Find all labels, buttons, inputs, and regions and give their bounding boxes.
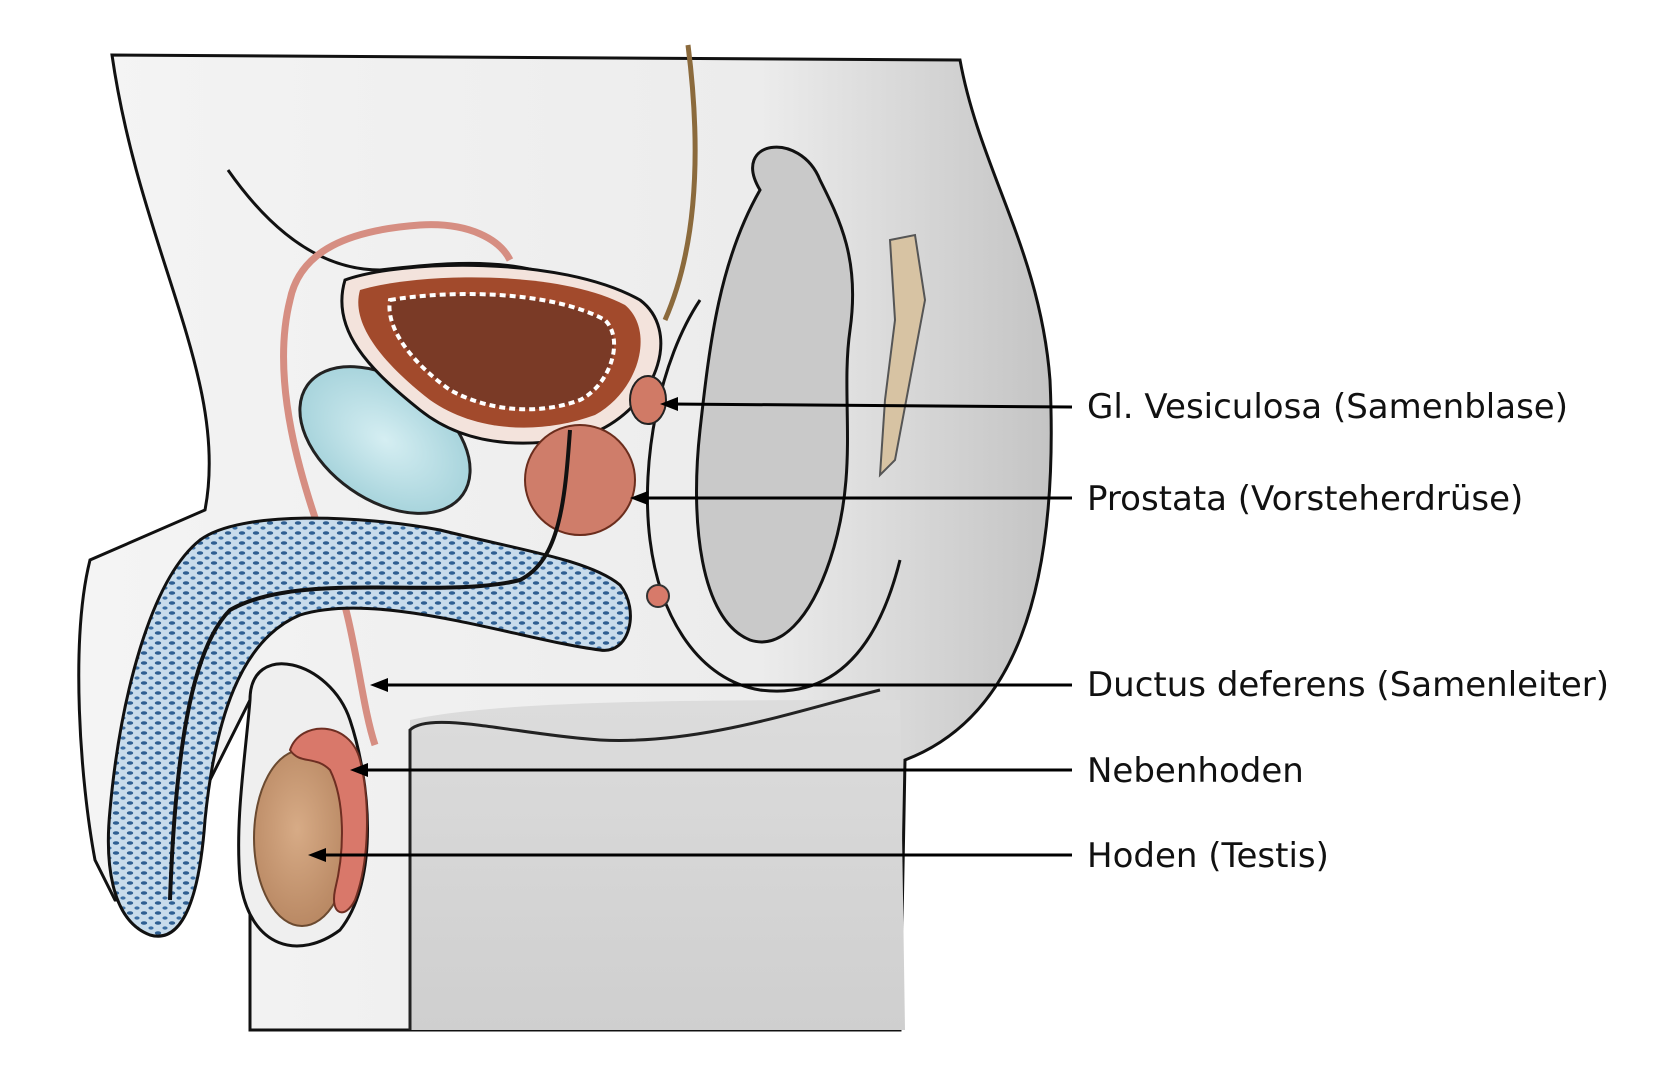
ureter <box>662 44 698 322</box>
arrow-prostata <box>630 491 648 505</box>
thigh-shape <box>410 700 905 1030</box>
thigh-outline <box>408 688 881 1030</box>
coccyx <box>878 233 927 478</box>
label-hoden: Hoden (Testis) <box>1087 836 1329 876</box>
label-prostata: Prostata (Vorsteherdrüse) <box>1087 479 1523 519</box>
arrow-nebenhoden <box>350 763 368 777</box>
label-vesiculosa: Gl. Vesiculosa (Samenblase) <box>1087 387 1568 427</box>
prostate <box>524 424 636 536</box>
label-nebenhoden: Nebenhoden <box>1087 751 1304 791</box>
epididymis <box>288 727 368 914</box>
labels: Gl. Vesiculosa (Samenblase) Prostata (Vo… <box>1087 387 1609 876</box>
seminal-vesicle <box>629 375 667 425</box>
rectum <box>695 145 855 644</box>
leader-lines <box>308 397 1073 862</box>
arrow-hoden <box>308 848 326 862</box>
arrow-vesiculosa <box>660 397 678 411</box>
label-ductus: Ductus deferens (Samenleiter) <box>1087 665 1609 705</box>
bulbourethral-gland <box>646 584 670 608</box>
vas-deferens <box>280 221 514 747</box>
bladder-lumen <box>387 292 616 412</box>
arrow-ductus <box>370 678 388 692</box>
leader-line-vesiculosa <box>669 402 1073 409</box>
urethra <box>168 429 572 901</box>
penis-shaft <box>106 516 632 938</box>
